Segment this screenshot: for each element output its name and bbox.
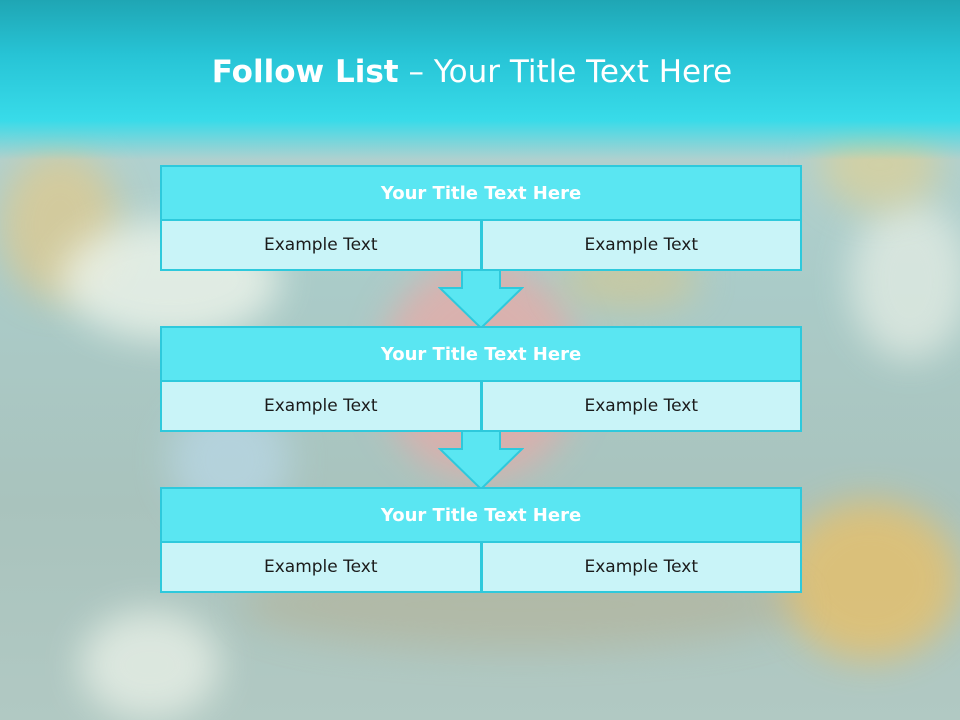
block-cell-right: Example Text — [481, 543, 802, 593]
slide-title: Follow List – Your Title Text Here — [0, 54, 944, 90]
down-arrow-icon — [438, 270, 524, 330]
block-row: Example Text Example Text — [160, 221, 802, 271]
block-title: Your Title Text Here — [160, 487, 802, 543]
flow-block-3: Your Title Text Here Example Text Exampl… — [160, 487, 802, 593]
block-row: Example Text Example Text — [160, 543, 802, 593]
block-cell-left: Example Text — [160, 382, 482, 432]
block-cell-left: Example Text — [160, 543, 482, 593]
slide-title-rest: – Your Title Text Here — [398, 54, 733, 90]
block-title: Your Title Text Here — [160, 165, 802, 221]
block-cell-left: Example Text — [160, 221, 482, 271]
block-row: Example Text Example Text — [160, 382, 802, 432]
block-title: Your Title Text Here — [160, 326, 802, 382]
block-cell-right: Example Text — [481, 221, 802, 271]
flow-block-2: Your Title Text Here Example Text Exampl… — [160, 326, 802, 432]
slide-title-bold: Follow List — [211, 54, 399, 90]
down-arrow-icon — [438, 431, 524, 491]
flow-block-1: Your Title Text Here Example Text Exampl… — [160, 165, 802, 271]
block-cell-right: Example Text — [481, 382, 802, 432]
title-band — [0, 0, 960, 160]
